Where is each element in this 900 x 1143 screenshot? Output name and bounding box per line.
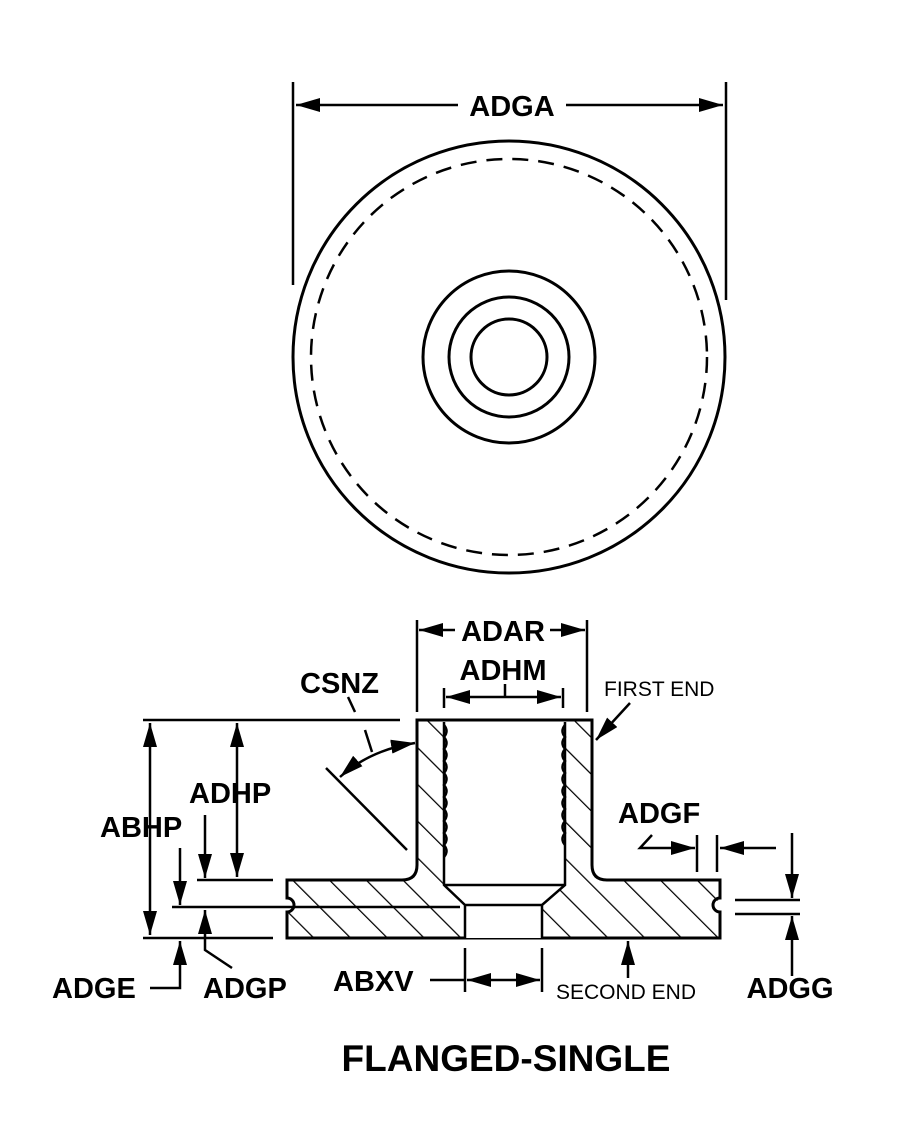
csnz-angle-arc — [339, 739, 416, 778]
abxv-label: ABXV — [333, 966, 414, 998]
csnz-leader-upper — [346, 696, 357, 713]
abhp-label: ABHP — [100, 812, 182, 844]
adge-label: ADGE — [52, 973, 136, 1005]
bore-outline — [442, 722, 567, 938]
second-end-note: SECOND END — [556, 981, 696, 1004]
adhm-label: ADHM — [460, 655, 547, 687]
adgf-arrow-left — [637, 834, 695, 855]
adgp-arrow-up — [198, 910, 233, 970]
section-view: ADAR ADHM FIRST END CSNZ ABHP ADHP ADGE … — [52, 616, 834, 1005]
first-end-arrow — [595, 702, 631, 741]
thread-circle — [447, 295, 571, 419]
csnz-angle-line — [325, 767, 408, 851]
bore-circle — [469, 317, 549, 397]
drawing-title: FLANGED-SINGLE — [342, 1038, 671, 1079]
csnz-leader-lower — [363, 729, 374, 753]
first-end-note: FIRST END — [604, 678, 714, 701]
bolt-circle-dashed — [309, 157, 709, 557]
part-outline — [285, 718, 722, 940]
thread-left — [442, 724, 448, 858]
csnz-label: CSNZ — [300, 668, 379, 700]
adgp-label: ADGP — [203, 973, 287, 1005]
hub-circle — [421, 269, 597, 445]
adgf-label: ADGF — [618, 798, 700, 830]
adgg-label: ADGG — [747, 973, 834, 1005]
adge-arrow-up — [150, 941, 187, 990]
outer-circle — [291, 139, 727, 575]
adhp-label: ADHP — [189, 778, 271, 810]
adar-label: ADAR — [461, 616, 545, 648]
top-view: ADGA — [291, 82, 728, 575]
thread-right — [561, 724, 567, 846]
adga-label: ADGA — [469, 91, 554, 123]
